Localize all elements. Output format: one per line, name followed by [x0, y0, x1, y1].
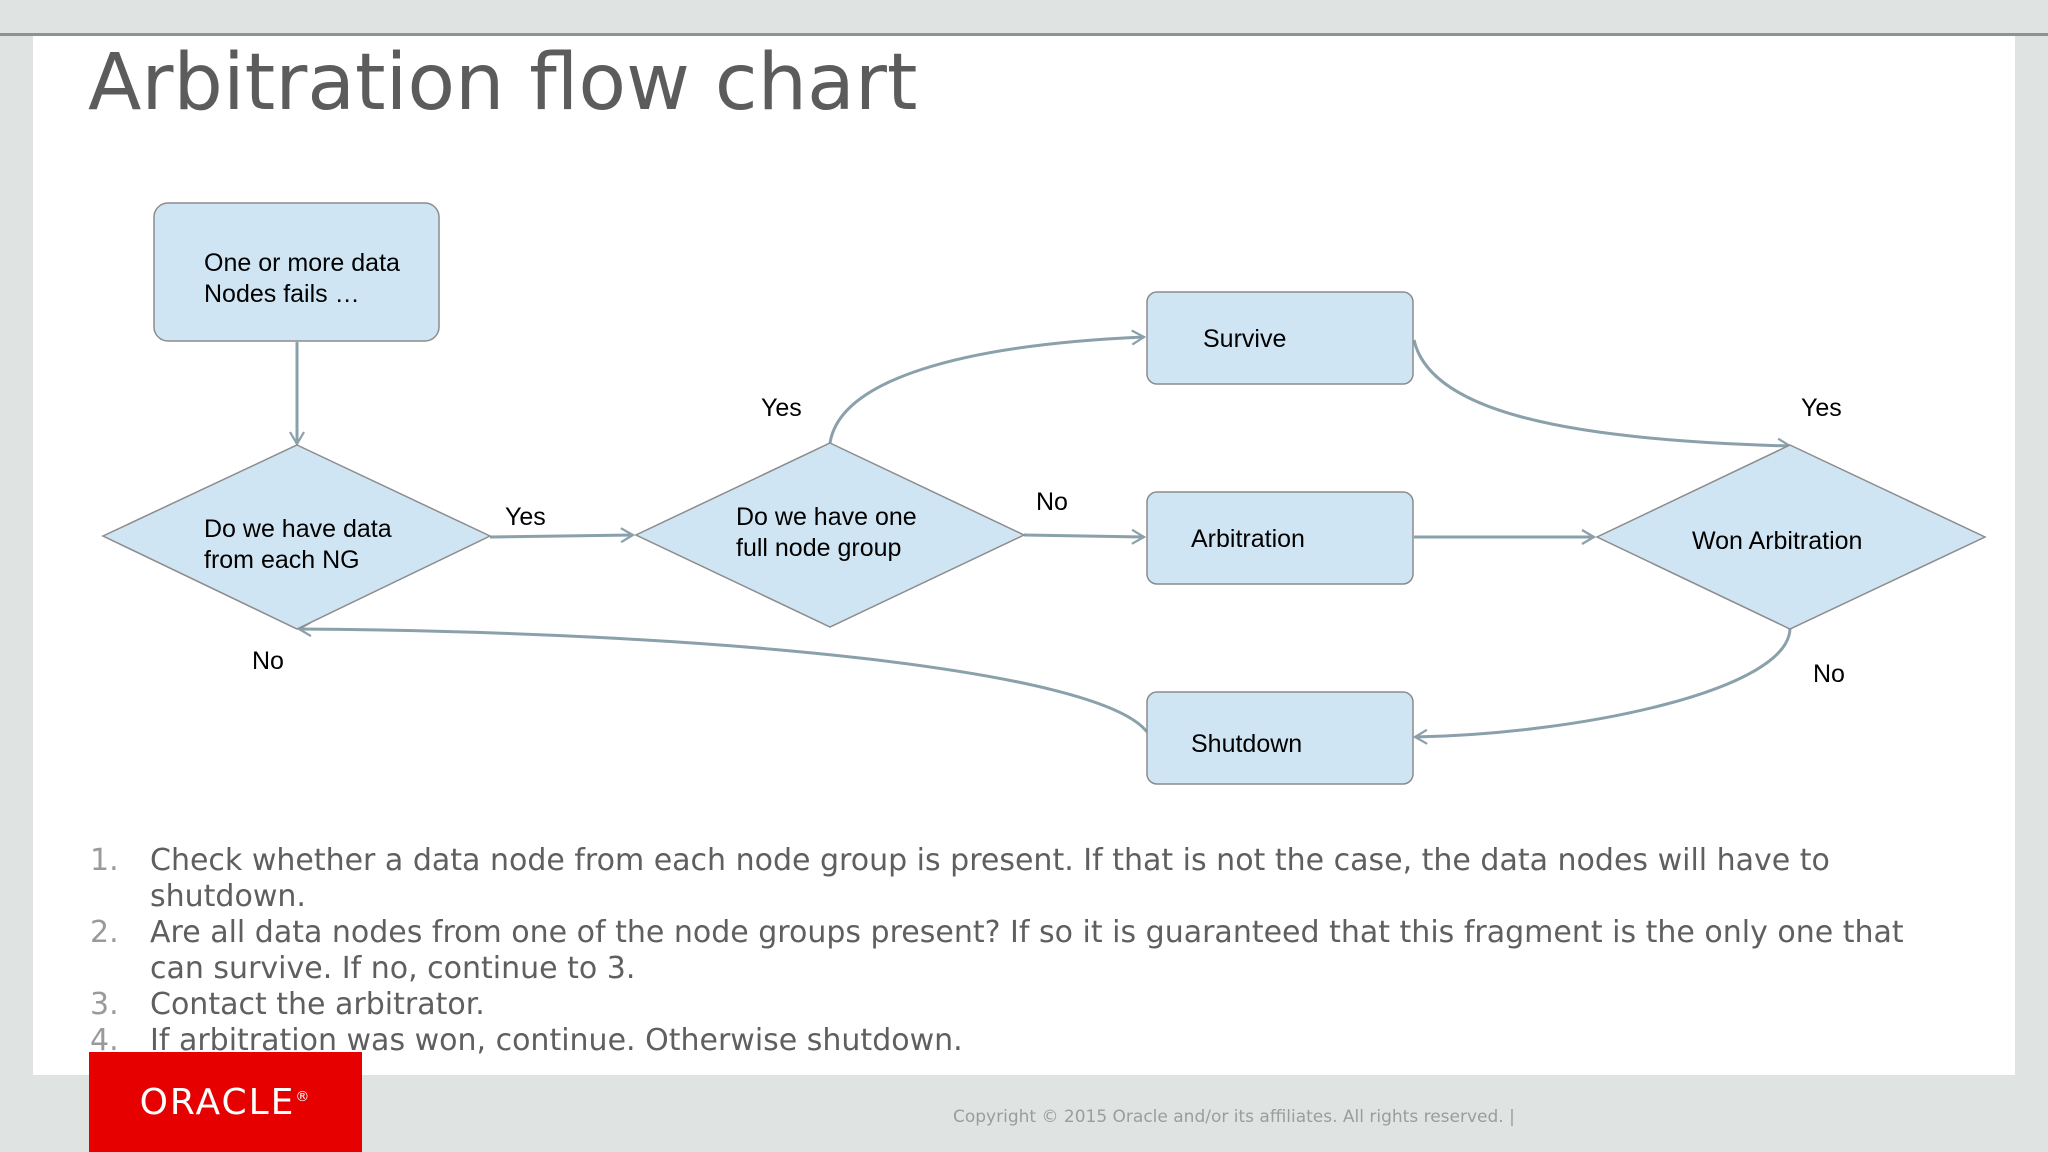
- step-item: 2. Are all data nodes from one of the nod…: [90, 915, 1950, 987]
- decision-group-label: Do we have one full node group: [736, 503, 924, 562]
- label-no-won: No: [1813, 660, 1845, 688]
- step-text: Are all data nodes from one of the node …: [150, 915, 1904, 986]
- decision-data-line-2: from each NG: [204, 546, 360, 574]
- connector-data-to-group: [489, 535, 633, 537]
- connector-survive-to-won: [1412, 339, 1790, 446]
- step-item: 3. Contact the arbitrator.: [90, 987, 1950, 1023]
- decision-data-from-each-ng: [101, 444, 492, 630]
- decision-won-arbitration: [1595, 444, 1987, 630]
- label-no-data: No: [252, 647, 284, 675]
- step-item: 1. Check whether a data node from each no…: [90, 843, 1950, 915]
- oracle-logo: ORACLE®: [89, 1052, 362, 1152]
- copyright-footer: Copyright © 2015 Oracle and/or its affil…: [953, 1107, 1515, 1127]
- arbitration-node: [1146, 491, 1414, 585]
- decision-group-line-1: Do we have one: [736, 503, 917, 531]
- slide-title: Arbitration flow chart: [88, 38, 918, 128]
- connector-group-to-survive: [828, 337, 1144, 444]
- start-node-line-1: One or more data: [204, 249, 400, 277]
- label-yes-data: Yes: [505, 503, 546, 531]
- survive-label: Survive: [1203, 325, 1286, 353]
- step-item: 4.If arbitration was won, continue. Othe…: [90, 1023, 1950, 1059]
- start-node-label: One or more data Nodes fails …: [204, 249, 407, 308]
- steps-list: 1. Check whether a data node from each no…: [90, 843, 1950, 1059]
- connector-won-to-shutdown: [1415, 627, 1792, 737]
- shutdown-node: [1146, 691, 1414, 785]
- connector-group-to-arbitration: [1023, 535, 1144, 537]
- arbitration-label: Arbitration: [1191, 525, 1305, 553]
- step-number: 2.: [90, 915, 119, 950]
- won-arbitration-label: Won Arbitration: [1692, 527, 1862, 555]
- label-yes-group: Yes: [761, 394, 802, 422]
- decision-group-line-2: full node group: [736, 534, 901, 562]
- oracle-logo-text: ORACLE®: [139, 1081, 312, 1123]
- survive-node: [1146, 291, 1414, 385]
- connector-shutdown-to-data: [299, 629, 1149, 733]
- start-node-line-2: Nodes fails …: [204, 280, 360, 308]
- label-yes-won: Yes: [1801, 394, 1842, 422]
- decision-data-label: Do we have data from each NG: [204, 515, 399, 574]
- step-text: Check whether a data node from each node…: [150, 843, 1830, 914]
- step-number: 1.: [90, 843, 119, 878]
- label-no-group: No: [1036, 488, 1068, 516]
- start-node: [153, 202, 440, 342]
- decision-data-line-1: Do we have data: [204, 515, 392, 543]
- shutdown-label: Shutdown: [1191, 730, 1302, 758]
- decision-full-node-group: [634, 442, 1026, 628]
- step-number: 3.: [90, 987, 119, 1022]
- step-text: Contact the arbitrator.: [150, 987, 485, 1022]
- top-divider: [0, 33, 2048, 36]
